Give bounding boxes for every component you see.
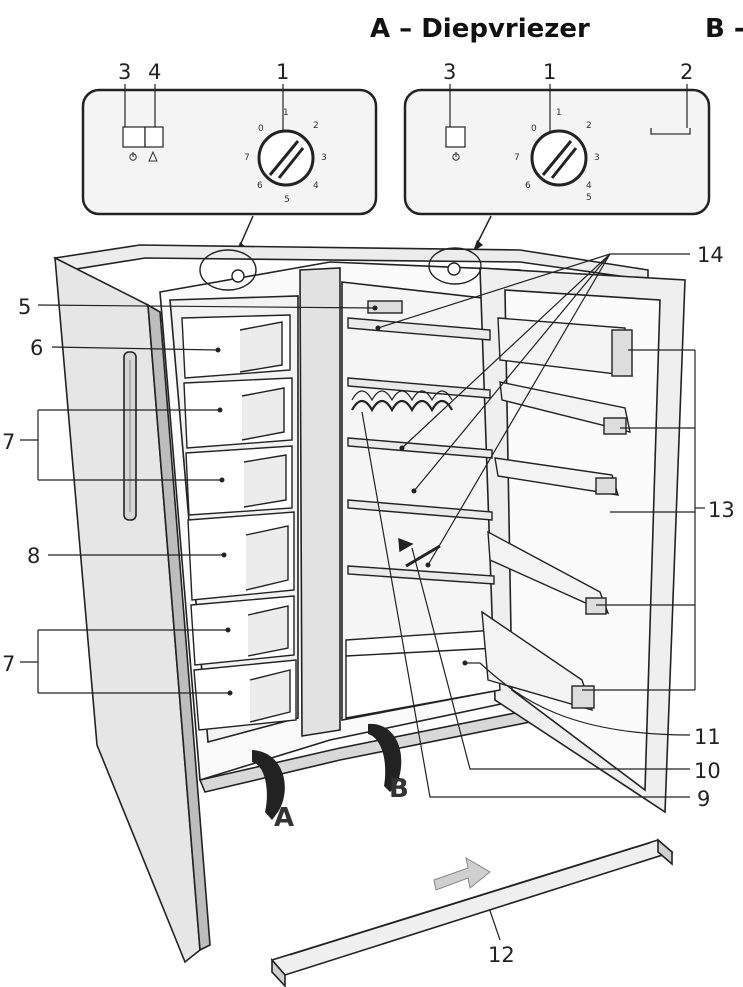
dial-number: 5 [586,193,592,203]
dial-number: 1 [283,108,289,118]
callout-10: 10 [694,759,721,783]
dial-number: 6 [257,181,263,191]
fridge-section-title: B - [705,14,743,44]
leader-lines [20,253,705,941]
callout-6: 6 [30,336,43,360]
power-switch [445,126,466,148]
callout-13: 13 [708,498,735,522]
callout-14: 14 [697,243,724,267]
dial-number: 6 [525,181,531,191]
kickplate [270,838,674,987]
callout-label: 3 [443,60,456,84]
dial-number: 7 [514,153,520,163]
fridge-arrow [368,723,402,792]
warning-icon [148,150,158,162]
dial-number: 0 [531,124,537,134]
callout-label: 1 [276,60,289,84]
callout-7-upper: 7 [2,430,15,454]
thermostat-dial [257,129,315,187]
dial-number: 5 [284,195,290,205]
freezer-drawers [181,314,297,731]
dial-number: 2 [586,121,592,131]
dial-number: 1 [556,108,562,118]
compartment-letter-a: A [274,803,294,833]
control-zone-fridge [428,247,482,285]
freezer-arrow [252,750,285,820]
callout-5: 5 [18,295,31,319]
callout-8: 8 [27,544,40,568]
alarm-switch [144,126,164,148]
callout-label: 3 [118,60,131,84]
door-bins [481,317,633,712]
insert-arrow-icon [433,857,491,891]
callout-9: 9 [697,787,710,811]
control-zone-freezer [199,249,257,291]
dial-number: 7 [244,153,250,163]
dial-number: 4 [586,181,592,191]
power-icon [452,152,460,161]
freezer-section-title: A – Diepvriezer [370,14,590,44]
display-indicator [650,128,691,135]
callout-label: 2 [680,60,693,84]
dial-number: 0 [258,124,264,134]
callout-label: 1 [543,60,556,84]
fridge-shelves [345,300,501,719]
dial-number: 3 [321,153,327,163]
callout-label: 4 [148,60,161,84]
dial-number: 3 [594,153,600,163]
control-panel-freezer: 0 1 2 3 4 5 6 7 3 4 1 [81,60,378,216]
thermostat-dial [530,129,588,187]
dial-number: 2 [313,121,319,131]
power-switch [122,126,146,148]
power-icon [129,152,137,161]
callout-11: 11 [694,725,721,749]
callout-7-lower: 7 [2,652,15,676]
compartment-letter-b: B [389,774,409,804]
dial-number: 4 [313,181,319,191]
control-panel-fridge: 0 1 2 3 4 5 6 7 3 1 2 [403,60,711,216]
callout-12: 12 [488,943,515,967]
